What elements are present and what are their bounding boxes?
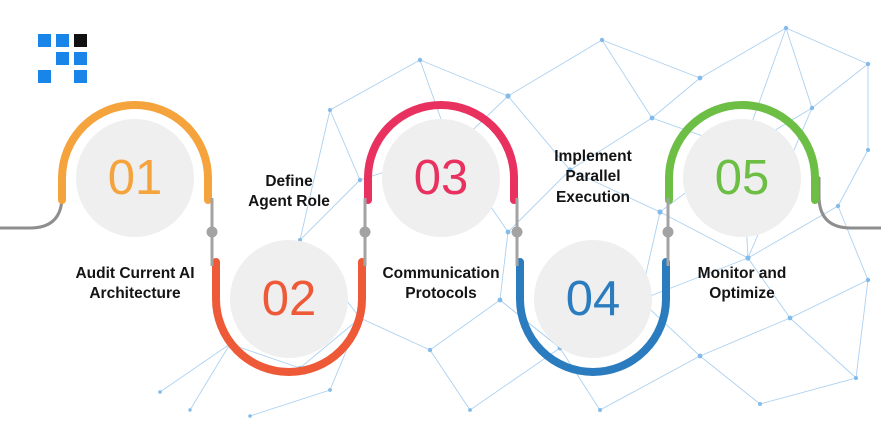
brand-logo bbox=[38, 34, 87, 83]
right-exit-tail bbox=[817, 176, 881, 230]
step-number-01: 01 bbox=[107, 150, 163, 205]
arc-step-03 bbox=[364, 101, 518, 204]
step-circle-05: 05 bbox=[683, 119, 801, 237]
logo-square-0-1 bbox=[56, 34, 69, 47]
logo-square-1-1 bbox=[56, 52, 69, 65]
step-circle-03: 03 bbox=[382, 119, 500, 237]
left-entry-tail bbox=[0, 176, 64, 230]
step-number-03: 03 bbox=[413, 150, 469, 205]
logo-square-1-2 bbox=[74, 52, 87, 65]
logo-square-2-2 bbox=[74, 70, 87, 83]
logo-square-2-0 bbox=[38, 70, 51, 83]
step-number-05: 05 bbox=[714, 150, 770, 205]
step-circle-04: 04 bbox=[534, 240, 652, 358]
logo-square-0-0 bbox=[38, 34, 51, 47]
step-circle-01: 01 bbox=[76, 119, 194, 237]
step-label-02: Define Agent Role bbox=[248, 173, 330, 211]
step-label-01: Audit Current AI Architecture bbox=[75, 265, 195, 303]
step-label-03: Communication Protocols bbox=[382, 265, 500, 303]
step-circle-02: 02 bbox=[230, 240, 348, 358]
connector-03-04 bbox=[511, 198, 523, 266]
step-label-05: Monitor and Optimize bbox=[697, 265, 787, 303]
arc-step-01 bbox=[58, 101, 212, 204]
logo-square-0-2 bbox=[74, 34, 87, 47]
arc-step-05 bbox=[665, 101, 819, 204]
step-number-02: 02 bbox=[261, 271, 317, 326]
connector-02-03 bbox=[359, 198, 371, 266]
arc-step-02 bbox=[212, 258, 366, 376]
step-number-04: 04 bbox=[565, 271, 621, 326]
arc-step-04 bbox=[516, 258, 670, 376]
connector-04-05 bbox=[662, 198, 674, 266]
step-label-04: Implement Parallel Execution bbox=[554, 148, 632, 206]
connector-01-02 bbox=[206, 198, 218, 266]
